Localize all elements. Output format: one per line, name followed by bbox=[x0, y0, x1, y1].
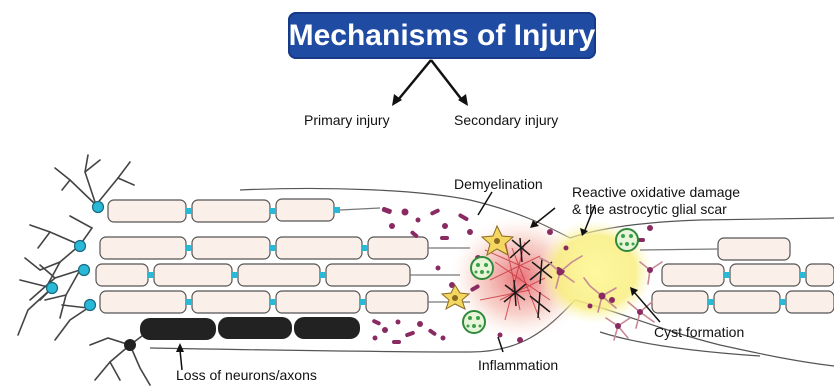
branch-arrows bbox=[392, 60, 468, 106]
primary-injury-label: Primary injury bbox=[304, 112, 390, 128]
cyst-formation-label: Cyst formation bbox=[654, 324, 744, 340]
inflammation-label: Inflammation bbox=[478, 357, 558, 373]
secondary-injury-label: Secondary injury bbox=[454, 112, 558, 128]
neuron-loss-label: Loss of neurons/axons bbox=[176, 367, 317, 383]
oxidative-damage-label-line2: & the astrocytic glial scar bbox=[572, 201, 727, 217]
degenerated-axons bbox=[124, 317, 360, 351]
demyelination-label: Demyelination bbox=[454, 176, 543, 192]
page-title: Mechanisms of Injury bbox=[288, 12, 596, 59]
oxidative-damage-label-line1: Reactive oxidative damage bbox=[572, 184, 740, 200]
